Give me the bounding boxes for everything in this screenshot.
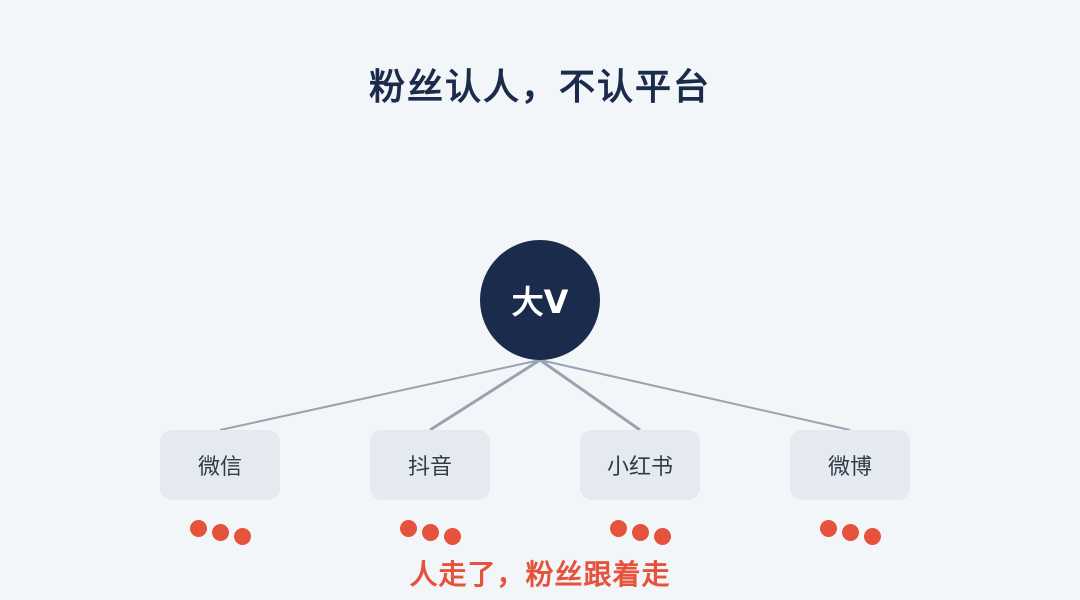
fan-dots-weibo (820, 520, 884, 548)
platform-label: 微信 (197, 455, 242, 480)
platform-label: 抖音 (407, 455, 452, 480)
diagram-title: 粉丝认人，不认平台 (368, 67, 711, 108)
fan-dots-douyin (400, 520, 464, 548)
platform-node-weibo: 微博 (790, 430, 910, 500)
connector-line-xiaohongshu (539, 358, 641, 432)
fan-dots-xiaohongshu (610, 520, 674, 548)
fan-dot (864, 528, 881, 545)
connector-line-weixin (219, 359, 541, 431)
fan-dot (190, 520, 207, 537)
fan-dot (234, 528, 251, 545)
hub-node: 大V (480, 240, 600, 360)
fan-dots-weixin (190, 520, 254, 548)
fan-dot (400, 520, 417, 537)
platform-label: 小红书 (606, 455, 673, 480)
fan-dot (654, 528, 671, 545)
platform-node-xiaohongshu: 小红书 (580, 430, 700, 500)
diagram-caption: 人走了，粉丝跟着走 (409, 558, 671, 591)
fan-dot (212, 524, 229, 541)
fan-dot (610, 520, 627, 537)
platform-node-douyin: 抖音 (370, 430, 490, 500)
platform-node-weixin: 微信 (160, 430, 280, 500)
fan-dot (632, 524, 649, 541)
fan-dot (820, 520, 837, 537)
fan-dot (422, 524, 439, 541)
hub-label: 大V (511, 283, 569, 321)
platform-label: 微博 (827, 455, 872, 480)
fan-dot (842, 524, 859, 541)
connector-line-weibo (539, 359, 851, 431)
fan-dot (444, 528, 461, 545)
connector-line-douyin (429, 358, 541, 432)
